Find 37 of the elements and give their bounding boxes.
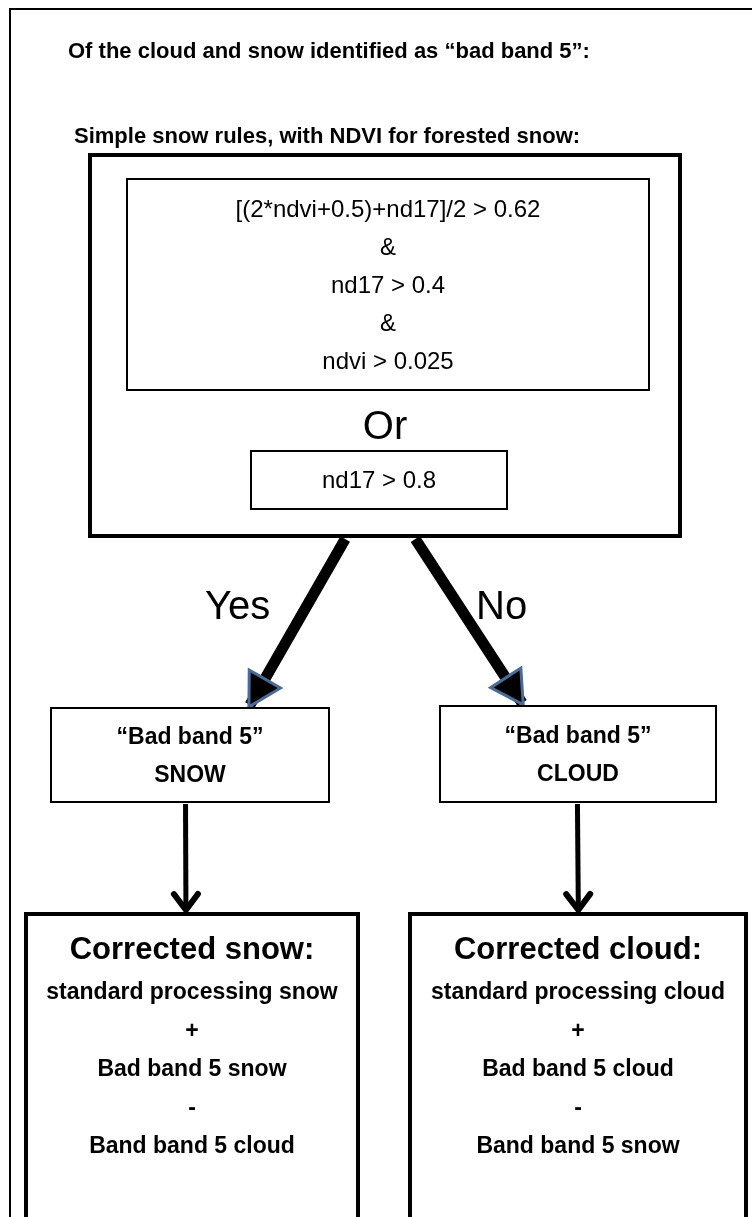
condition-text: nd17 > 0.4 (330, 269, 446, 300)
result-line: standard processing cloud (431, 977, 725, 1006)
condition-text: ndvi > 0.025 (322, 345, 454, 376)
result-line: + (185, 1015, 199, 1045)
result-line: - (188, 1092, 196, 1122)
result-line: + (571, 1015, 585, 1045)
arrow (245, 536, 350, 709)
result-line: Band band 5 cloud (89, 1131, 295, 1160)
result-line: Bad band 5 snow (97, 1054, 287, 1083)
condition-box (250, 450, 508, 510)
arrow (170, 804, 201, 913)
class-label: SNOW (154, 760, 226, 789)
result-box (24, 912, 360, 1217)
condition-box (126, 178, 650, 391)
result-line: standard processing snow (46, 977, 338, 1006)
class-box (439, 705, 717, 803)
operator-text: Or (361, 402, 409, 449)
class-box (50, 707, 330, 803)
condition-text: nd17 > 0.8 (321, 465, 437, 495)
edge-label: Yes (205, 582, 271, 628)
condition-text: [(2*ndvi+0.5)+nd17]/2 > 0.62 (235, 193, 541, 224)
result-line: Band band 5 snow (476, 1131, 680, 1160)
result-line: - (574, 1092, 582, 1122)
box-heading: Simple snow rules, with NDVI for forested snow: (74, 122, 581, 150)
class-label: CLOUD (537, 759, 619, 788)
condition-text: & (380, 307, 396, 338)
arrow (563, 803, 594, 913)
result-heading: Corrected cloud: (454, 930, 702, 968)
result-heading: Corrected snow: (69, 930, 315, 968)
edge-label: No (476, 582, 528, 628)
diagram-title: Of the cloud and snow identified as “bad band 5”: (68, 37, 590, 65)
result-box (408, 912, 748, 1217)
result-line: Bad band 5 cloud (482, 1054, 674, 1083)
arrow (410, 536, 527, 707)
class-label: “Bad band 5” (504, 721, 652, 750)
class-label: “Bad band 5” (116, 722, 264, 751)
condition-text: & (380, 231, 396, 262)
